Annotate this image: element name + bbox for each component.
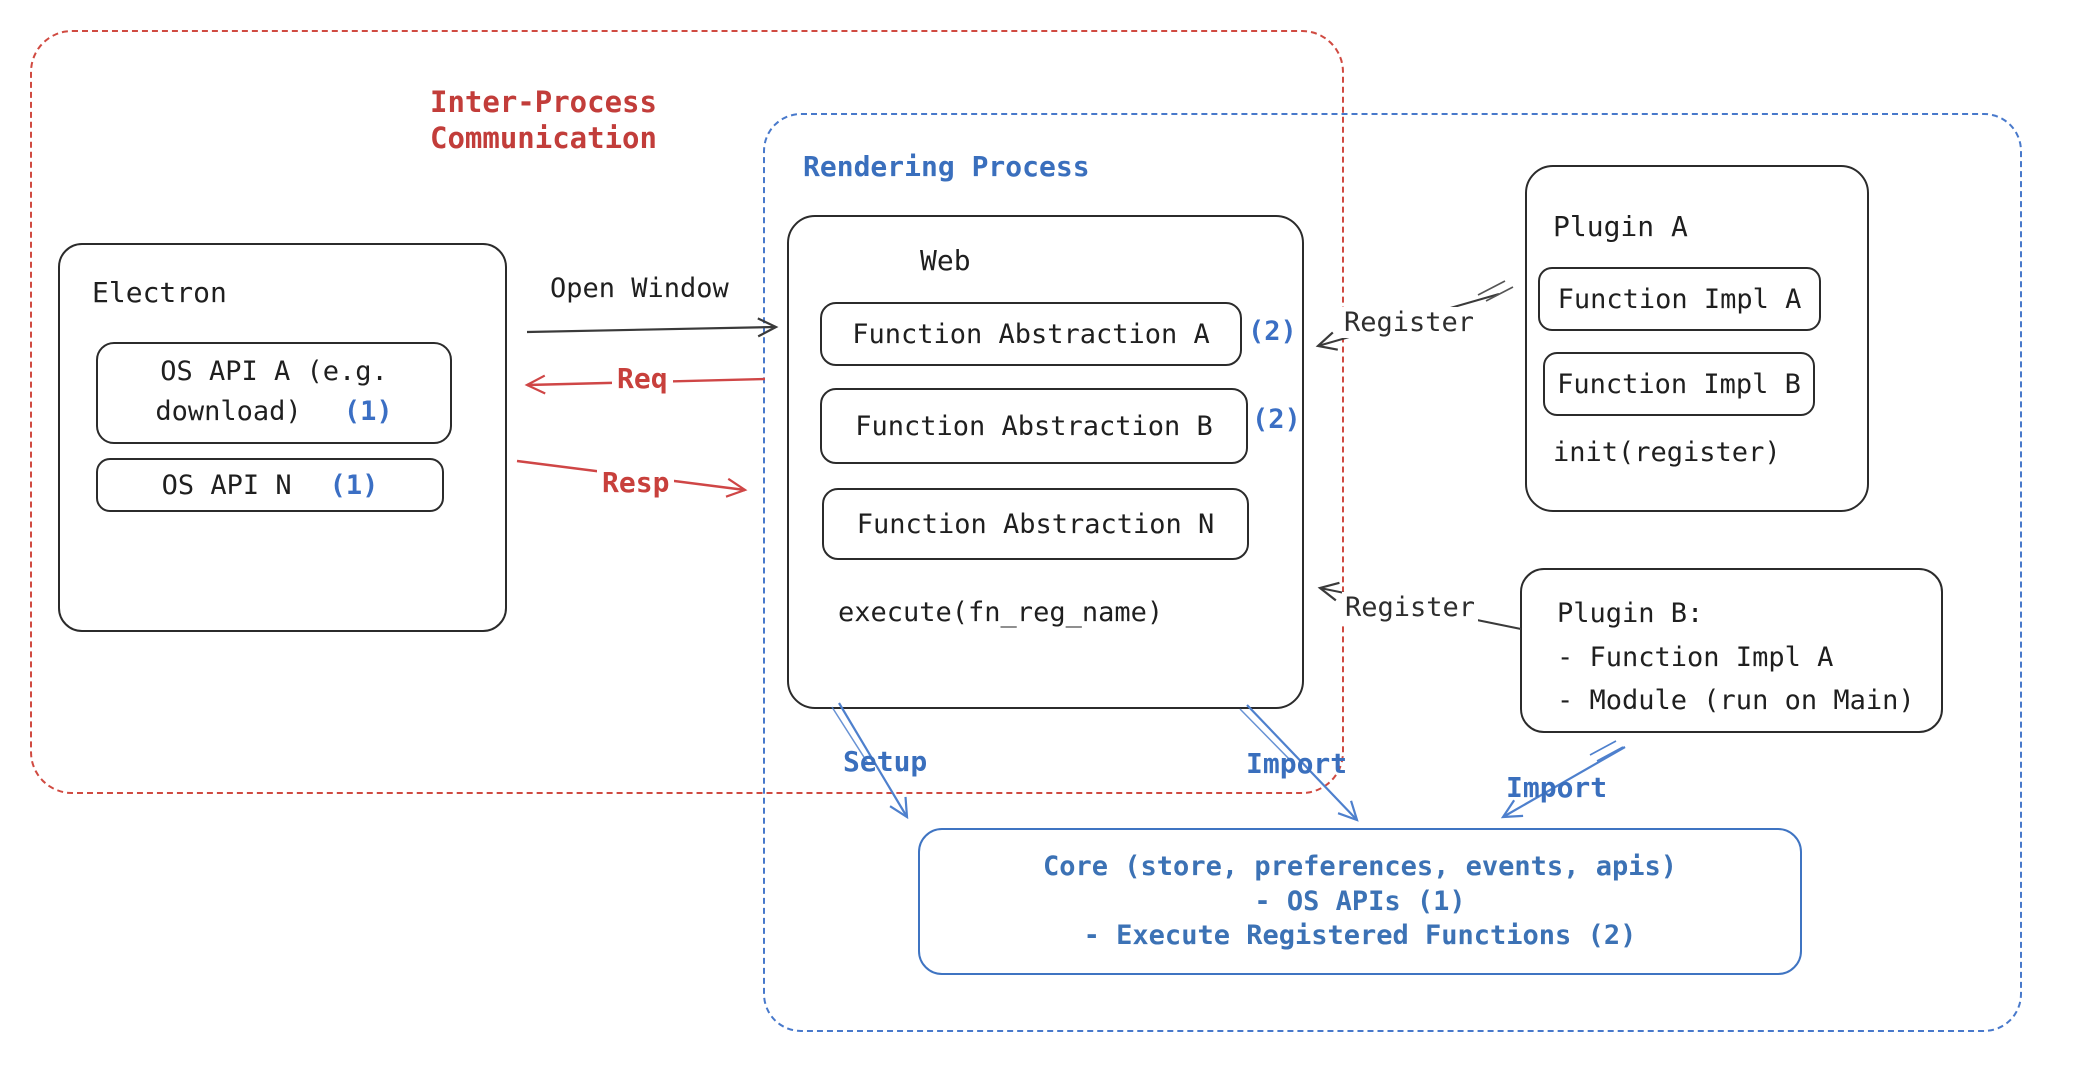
function-abstraction-a-label: Function Abstraction A [852, 318, 1210, 350]
function-abstraction-n-label: Function Abstraction N [856, 508, 1215, 540]
function-abstraction-n-box: Function Abstraction N [822, 488, 1249, 560]
function-impl-a-label: Function Impl A [1557, 283, 1802, 315]
plugin-a-init-method: init(register) [1553, 437, 1781, 468]
function-abstraction-b-ref: (2) [1252, 404, 1301, 435]
register-a-label: Register [1341, 307, 1478, 338]
ipc-label-line2: Communication [430, 121, 657, 155]
electron-title: Electron [92, 276, 227, 309]
function-abstraction-a-box: Function Abstraction A [820, 302, 1242, 366]
rendering-process-label: Rendering Process [803, 150, 1090, 183]
os-api-n-label: OS API N [161, 469, 292, 501]
plugin-b-box: Plugin B: - Function Impl A - Module (ru… [1520, 568, 1943, 733]
ipc-region-label: Inter-Process Communication [430, 84, 657, 156]
core-os-apis-line: - OS APIs (1) [1254, 885, 1466, 917]
plugin-a-title: Plugin A [1553, 210, 1688, 243]
os-api-a-box: OS API A (e.g. download) (1) [96, 342, 452, 444]
plugin-a-box [1525, 165, 1869, 512]
os-api-a-label: OS API A (e.g. download) [155, 356, 388, 427]
plugin-b-item-module: - Module (run on Main) [1557, 685, 1915, 716]
function-abstraction-b-label: Function Abstraction B [855, 410, 1213, 442]
register-b-label: Register [1342, 592, 1479, 623]
function-impl-b-box: Function Impl B [1543, 352, 1815, 416]
plugin-b-title: Plugin B: [1557, 598, 1704, 629]
import-core-label: Import [1246, 747, 1348, 780]
rendering-process-region-box [763, 113, 2022, 1032]
setup-label: Setup [843, 745, 928, 778]
os-api-n-ref: (1) [329, 469, 379, 501]
os-api-n-box: OS API N (1) [96, 458, 444, 512]
req-label: Req [612, 362, 673, 395]
os-api-a-ref: (1) [343, 396, 393, 427]
core-box: Core (store, preferences, events, apis) … [918, 828, 1802, 975]
core-title-line: Core (store, preferences, events, apis) [1043, 851, 1677, 882]
function-impl-b-label: Function Impl B [1557, 368, 1801, 400]
ipc-region-box [30, 30, 1344, 794]
open-window-label: Open Window [550, 273, 729, 304]
ipc-label-line1: Inter-Process [430, 85, 657, 119]
resp-label: Resp [597, 466, 675, 499]
function-abstraction-b-box: Function Abstraction B [820, 388, 1248, 464]
core-execute-line: - Execute Registered Functions (2) [1083, 920, 1637, 951]
plugin-b-item-function-impl-a: - Function Impl A [1557, 641, 1834, 673]
web-execute-method: execute(fn_reg_name) [838, 597, 1164, 628]
function-abstraction-a-ref: (2) [1248, 316, 1297, 347]
function-impl-a-box: Function Impl A [1538, 267, 1821, 331]
import-plugin-label: Import [1506, 771, 1608, 804]
web-title: Web [920, 244, 971, 277]
